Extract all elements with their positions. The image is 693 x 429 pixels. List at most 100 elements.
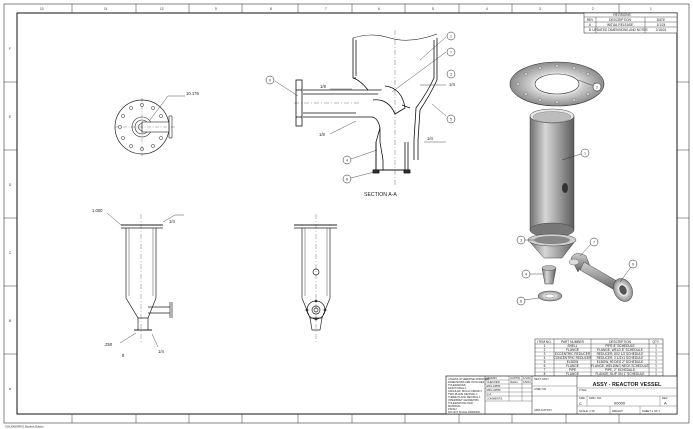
section-balloons	[265, 31, 456, 184]
bom-r3c3: 1	[655, 356, 657, 360]
iso-balloon-6: 6	[632, 262, 634, 266]
bom-table	[534, 338, 664, 377]
bom-r2c3: 1	[655, 352, 657, 356]
tb-size-label: SIZE	[579, 396, 585, 400]
bom-text: ITEM NO. PART NUMBER DESCRIPTION QTY. 1 …	[537, 340, 659, 376]
balloon-3: 3	[450, 72, 452, 76]
tb-f1-0: CHECKED	[487, 380, 500, 384]
bom-r0c2: PIPE 8" SCHEDULE	[605, 344, 634, 348]
fillet-label-b: 1/8	[319, 132, 325, 137]
balloon-7: 7	[450, 50, 452, 54]
zone-left-a: A	[9, 387, 12, 391]
tb-f0-0: DRAWN	[487, 376, 497, 380]
zone-left-d: D	[9, 183, 12, 187]
rev-r1c0: A	[589, 23, 592, 27]
zone-left-e: E	[9, 115, 11, 119]
section-text: 1/8 1/8 1/4 1/4 SECTION A-A	[319, 82, 455, 198]
zone-top-5: 5	[432, 7, 434, 11]
bom-r1c3: 1	[655, 348, 657, 352]
bom-r0c1: SHELL	[567, 344, 577, 348]
rev-r1c1: INITIAL RELEASE	[607, 23, 633, 27]
zone-top-2: 2	[592, 7, 594, 11]
iso-balloon-7: 7	[593, 240, 595, 244]
zone-labels: 10 11 12 9 8 7 6 5 4 3 2 1 F E D C B A	[9, 7, 652, 391]
bom-r6c0: 7	[544, 368, 546, 372]
bom-r7c0: 8	[544, 372, 546, 376]
tb-side-2: APPLICATION	[534, 408, 552, 412]
zone-left-b: B	[9, 319, 11, 323]
bom-r5c2: FLANGE, WELDING NECK SCHEDULE	[591, 364, 648, 368]
section-a-a	[294, 30, 438, 186]
drawing-rev: A	[664, 401, 667, 406]
drawing-title: ASSY - REACTOR VESSEL	[593, 382, 662, 388]
zone-top-12: 12	[160, 7, 164, 11]
tb-note-4: ANGULAR: MACH ± BEND ±	[448, 389, 482, 393]
title-block-notes: UNLESS OTHERWISE SPECIFIED: DIMENSIONS A…	[448, 377, 490, 414]
tb-note-3: FRACTIONAL ±	[448, 386, 467, 390]
rev-r2c0: B	[589, 28, 591, 32]
tb-note-6: THREE PLACE DECIMAL ±	[448, 395, 481, 399]
bom-r4c0: 5	[544, 360, 546, 364]
tb-f1-2: 1/5/24	[523, 380, 531, 384]
zone-top-7: 7	[325, 7, 327, 11]
bom-r1c1: FLANGE	[566, 348, 579, 352]
tb-f4-0: Q.A.	[487, 392, 493, 396]
footer-mark: SOLIDWORKS Student Edition	[5, 425, 44, 429]
side-weld-bottom: 1/4	[158, 349, 164, 354]
bom-r5c1: FLANGE	[566, 364, 579, 368]
rev-r2c2: 2/15/24	[656, 28, 667, 32]
tb-note-1: DIMENSIONS ARE IN INCHES	[448, 380, 484, 384]
side-view-middle	[294, 214, 337, 343]
zone-top-8: 8	[270, 7, 272, 11]
rev-r1c2: 1/1/24	[657, 23, 666, 27]
weld-label-a: 1/4	[449, 82, 455, 87]
zone-top-6: 6	[378, 7, 380, 11]
bom-r1c2: FLANGE, WELD 8" SCHEDULE	[597, 348, 643, 352]
tb-note-10: FINISH	[448, 407, 457, 411]
bom-r6c3: 1	[655, 368, 657, 372]
bom-h0: ITEM NO.	[537, 340, 551, 344]
zone-top-11: 11	[104, 7, 108, 11]
rev-h1: DESCRIPTION	[609, 18, 631, 22]
zone-top-3: 3	[539, 7, 541, 11]
bom-r7c2: FLANGE, SLIP ON 1" SCHEDULE	[595, 372, 644, 376]
balloon-8: 8	[346, 177, 348, 181]
bom-r4c1: ELBOW	[567, 360, 579, 364]
bom-r3c0: 4	[544, 356, 546, 360]
side-dim-bottom: .250	[104, 342, 113, 347]
weld-label-b: 1/4	[427, 136, 433, 141]
tb-f5-0: COMMENTS:	[487, 397, 504, 401]
iso-balloon-labels: 2 1 3 7 4 8 6	[520, 85, 634, 303]
bom-r0c3: 1	[655, 344, 657, 348]
tb-side-0: NEXT ASSY	[534, 377, 549, 381]
bom-h2: DESCRIPTION	[609, 340, 631, 344]
zone-ticks	[4, 4, 689, 423]
isometric-view	[509, 61, 633, 302]
tb-note-11: DO NOT SCALE DRAWING	[448, 410, 480, 414]
bom-r6c2: PIPE, 2" SCHEDULE	[605, 368, 635, 372]
tb-sheet: SHEET 1 OF 1	[642, 409, 660, 413]
iso-balloon-3: 3	[520, 238, 522, 242]
drawing-size: C	[579, 401, 582, 406]
tb-dwg-label: DWG. NO.	[589, 396, 602, 400]
section-label: SECTION A-A	[364, 192, 397, 198]
iso-balloon-2: 2	[596, 85, 598, 89]
section-balloon-labels: 6 1 7 3 5 4 8	[269, 34, 452, 181]
tb-f2-0: ENG APPR.	[487, 384, 502, 388]
bom-h1: PART NUMBER	[561, 340, 585, 344]
side-note: 8	[122, 353, 125, 358]
iso-balloons	[516, 82, 638, 306]
tb-scale: SCALE: 1:16	[579, 409, 595, 413]
iso-leaders	[523, 79, 632, 301]
bom-r0c0: 1	[544, 344, 546, 348]
iso-balloon-8: 8	[520, 299, 522, 303]
tb-note-7: INTERPRET GEOMETRIC	[448, 398, 479, 402]
bom-r2c2: REDUCER, 8X2 1/2 SCHEDULE	[597, 352, 644, 356]
side-view-left	[106, 212, 184, 348]
revision-title: REVISIONS	[613, 13, 630, 17]
bom-h3: QTY.	[652, 340, 659, 344]
bom-r1c0: 2	[544, 348, 546, 352]
rev-h0: REV	[587, 18, 594, 22]
balloon-4: 4	[346, 158, 348, 162]
balloon-5: 5	[450, 117, 452, 121]
